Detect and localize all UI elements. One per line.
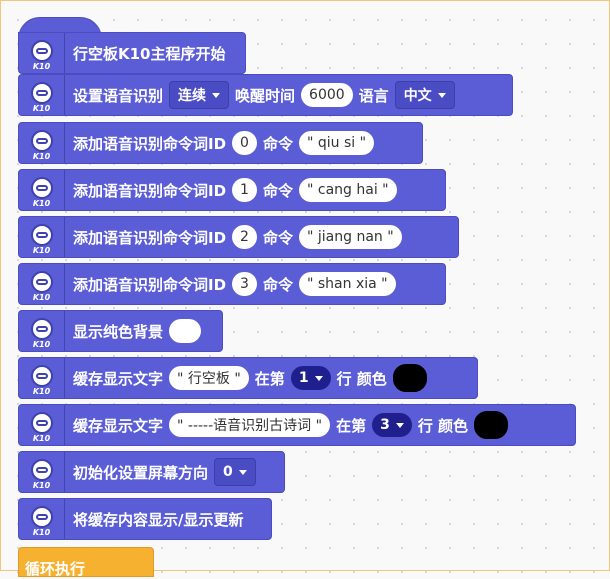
- block-label: 设置语音识别: [73, 86, 164, 105]
- k10-board-icon: [30, 318, 53, 340]
- language-label: 语言: [358, 86, 389, 105]
- block-loop-forever[interactable]: 循环执行: [18, 547, 154, 578]
- block-label: 行空板K10主程序开始: [73, 44, 226, 63]
- wake-time-input[interactable]: 6000: [301, 83, 353, 107]
- line-prefix-label: 在第: [336, 416, 367, 435]
- chevron-down-icon: [314, 375, 323, 381]
- k10-category-icon: K10: [19, 264, 65, 304]
- k10-category-icon: K10: [19, 170, 65, 210]
- block-cache-text-2[interactable]: K10 缓存显示文字 " -----语音识别古诗词 " 在第 3 行 颜色: [18, 404, 576, 446]
- block-add-command-2[interactable]: K10 添加语音识别命令词ID 2 命令 " jiang nan ": [18, 216, 459, 258]
- chevron-down-icon: [437, 92, 446, 98]
- background-color-swatch[interactable]: [169, 319, 202, 343]
- k10-board-icon: [30, 130, 53, 152]
- block-label: 显示纯色背景: [73, 322, 164, 341]
- language-dropdown[interactable]: 中文: [394, 81, 455, 109]
- orientation-dropdown[interactable]: 0: [214, 458, 256, 486]
- command-text-input[interactable]: " shan xia ": [298, 272, 396, 296]
- display-text-input[interactable]: " 行空板 ": [169, 366, 249, 390]
- wake-time-label: 唤醒时间: [235, 86, 296, 105]
- block-display-refresh[interactable]: K10 将缓存内容显示/显示更新: [18, 498, 272, 540]
- block-label: 添加语音识别命令词ID: [73, 275, 227, 294]
- k10-board-icon: [30, 271, 53, 293]
- block-label: 缓存显示文字: [73, 416, 164, 435]
- k10-board-icon: [30, 40, 53, 62]
- command-label: 命令: [262, 181, 293, 200]
- text-color-swatch[interactable]: [392, 364, 427, 392]
- k10-board-icon: [30, 82, 53, 104]
- command-id-input[interactable]: 3: [232, 272, 257, 296]
- k10-category-icon: K10: [19, 358, 65, 398]
- chevron-down-icon: [212, 92, 221, 98]
- k10-category-icon: K10: [19, 33, 65, 73]
- k10-category-icon: K10: [19, 499, 65, 539]
- display-text-input[interactable]: " -----语音识别古诗词 ": [169, 413, 331, 437]
- k10-category-icon: K10: [19, 311, 65, 351]
- command-id-input[interactable]: 2: [232, 225, 257, 249]
- line-color-label: 行 颜色: [336, 369, 387, 388]
- k10-board-icon: [30, 506, 53, 528]
- block-label: 将缓存内容显示/显示更新: [73, 510, 244, 529]
- block-label: 添加语音识别命令词ID: [73, 181, 227, 200]
- k10-category-icon: K10: [19, 123, 65, 163]
- block-cache-text-1[interactable]: K10 缓存显示文字 " 行空板 " 在第 1 行 颜色: [18, 357, 478, 399]
- k10-category-icon: K10: [19, 452, 65, 492]
- chevron-down-icon: [395, 422, 404, 428]
- line-color-label: 行 颜色: [417, 416, 469, 435]
- k10-board-icon: [30, 224, 53, 246]
- k10-board-icon: [30, 412, 53, 434]
- block-add-command-1[interactable]: K10 添加语音识别命令词ID 1 命令 " cang hai ": [18, 169, 446, 211]
- command-text-input[interactable]: " qiu si ": [298, 131, 375, 155]
- block-label: 添加语音识别命令词ID: [73, 134, 227, 153]
- block-solid-background[interactable]: K10 显示纯色背景: [18, 310, 223, 352]
- block-add-command-3[interactable]: K10 添加语音识别命令词ID 3 命令 " shan xia ": [18, 263, 446, 305]
- k10-category-icon: K10: [19, 217, 65, 257]
- loop-label: 循环执行: [25, 560, 86, 578]
- recognition-mode-dropdown[interactable]: 连续: [169, 81, 230, 109]
- command-id-input[interactable]: 1: [232, 178, 257, 202]
- command-label: 命令: [262, 134, 293, 153]
- block-label: 添加语音识别命令词ID: [73, 228, 227, 247]
- line-number-dropdown[interactable]: 3: [372, 413, 412, 437]
- text-color-swatch[interactable]: [474, 411, 509, 439]
- command-text-input[interactable]: " cang hai ": [298, 178, 397, 202]
- block-label: 缓存显示文字: [73, 369, 164, 388]
- k10-category-icon: K10: [19, 405, 65, 445]
- k10-board-icon: [30, 459, 53, 481]
- command-text-input[interactable]: " jiang nan ": [298, 225, 402, 249]
- line-prefix-label: 在第: [254, 369, 285, 388]
- block-screen-orientation[interactable]: K10 初始化设置屏幕方向 0: [18, 451, 285, 493]
- k10-category-icon: K10: [19, 75, 65, 115]
- command-label: 命令: [262, 228, 293, 247]
- block-voice-recognition-setup[interactable]: K10 设置语音识别 连续 唤醒时间 6000 语言 中文: [18, 74, 513, 116]
- k10-board-icon: [30, 177, 53, 199]
- chevron-down-icon: [238, 469, 247, 475]
- block-k10-main-start[interactable]: K10 行空板K10主程序开始: [18, 32, 246, 74]
- block-label: 初始化设置屏幕方向: [73, 463, 209, 482]
- command-id-input[interactable]: 0: [232, 131, 257, 155]
- line-number-dropdown[interactable]: 1: [290, 366, 331, 390]
- command-label: 命令: [262, 275, 293, 294]
- block-add-command-0[interactable]: K10 添加语音识别命令词ID 0 命令 " qiu si ": [18, 122, 423, 164]
- k10-board-icon: [30, 365, 53, 387]
